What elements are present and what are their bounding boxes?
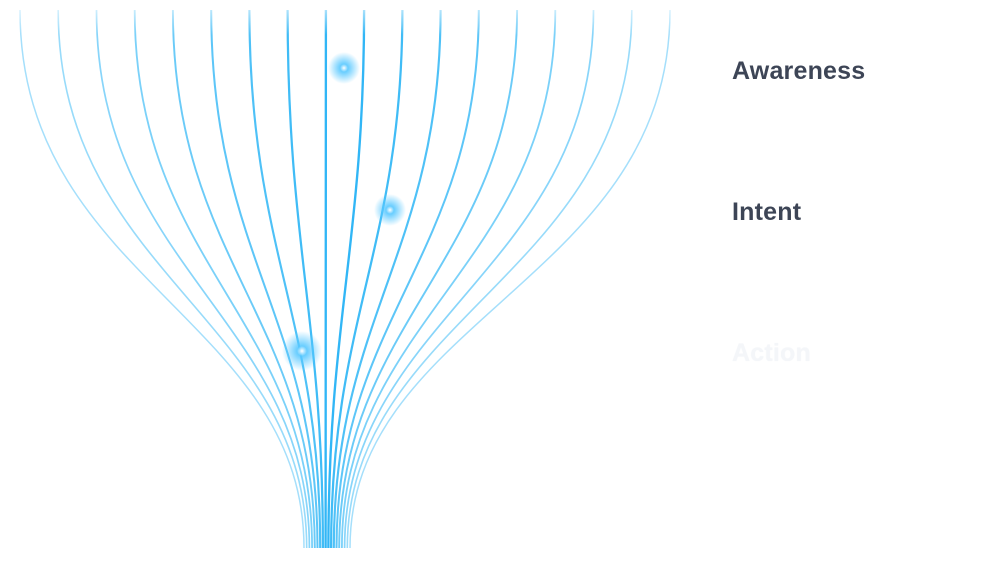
glow-intent xyxy=(374,194,406,226)
glow-awareness xyxy=(328,52,360,84)
stage-label-action: Action xyxy=(732,338,811,368)
stage-label-awareness: Awareness xyxy=(732,56,865,86)
stage-label-intent: Intent xyxy=(732,197,801,227)
glow-action xyxy=(282,331,322,371)
